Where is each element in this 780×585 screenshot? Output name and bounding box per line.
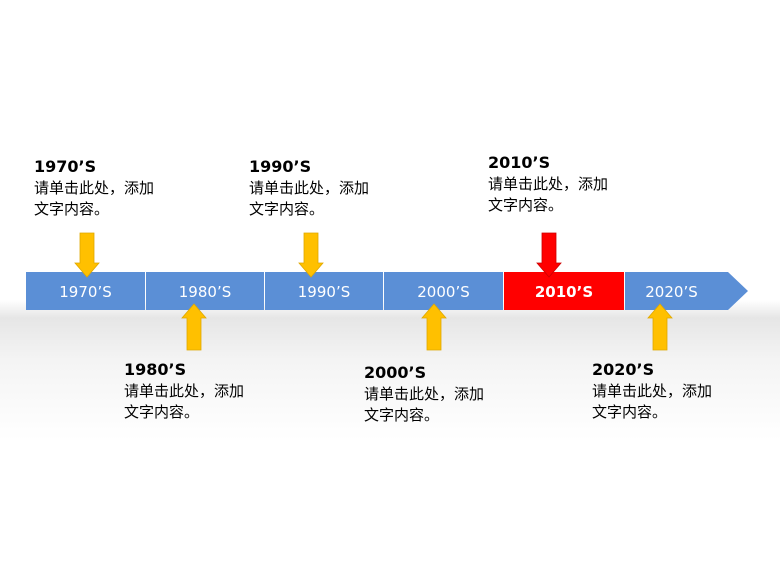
timeline-segment xyxy=(384,272,503,310)
note-text-line: 请单击此处，添加 xyxy=(124,382,245,400)
note-text-line: 文字内容。 xyxy=(249,200,325,218)
note-text-line: 文字内容。 xyxy=(364,406,440,424)
note-text-line: 请单击此处，添加 xyxy=(488,175,609,193)
note-1990s[interactable]: 1990’S 请单击此处，添加 文字内容。 xyxy=(249,156,369,220)
segment-label-1970s: 1970’S xyxy=(59,283,112,301)
note-text-line: 文字内容。 xyxy=(124,403,200,421)
note-year: 2020’S xyxy=(592,360,655,379)
note-text-line: 文字内容。 xyxy=(34,200,110,218)
timeline-segment xyxy=(26,272,145,310)
note-year: 1990’S xyxy=(249,157,312,176)
arrow-up-icon xyxy=(181,303,207,351)
arrow-up-icon xyxy=(647,303,673,351)
arrow-down-icon xyxy=(536,232,562,278)
timeline-segment xyxy=(504,272,624,310)
note-text-line: 文字内容。 xyxy=(488,196,564,214)
segment-label-1990s: 1990’S xyxy=(297,283,351,301)
note-text-line: 请单击此处，添加 xyxy=(364,385,485,403)
timeline-segment xyxy=(625,272,748,310)
note-year: 1980’S xyxy=(124,360,187,379)
timeline-segment xyxy=(265,272,383,310)
note-text-line: 请单击此处，添加 xyxy=(34,179,155,197)
segment-label-2000s: 2000’S xyxy=(417,283,470,301)
note-text-line: 文字内容。 xyxy=(592,403,668,421)
note-2000s[interactable]: 2000’S 请单击此处，添加 文字内容。 xyxy=(364,362,484,426)
segment-label-2020s: 2020’S xyxy=(645,283,698,301)
segment-label-1980s: 1980’S xyxy=(178,283,232,301)
note-1980s[interactable]: 1980’S 请单击此处，添加 文字内容。 xyxy=(124,359,244,423)
note-1970s[interactable]: 1970’S 请单击此处，添加 文字内容。 xyxy=(34,156,154,220)
note-2020s[interactable]: 2020’S 请单击此处，添加 文字内容。 xyxy=(592,359,712,423)
arrow-down-icon xyxy=(74,232,100,278)
segment-label-2010s: 2010’S xyxy=(534,283,594,301)
arrow-down-icon xyxy=(298,232,324,278)
note-year: 1970’S xyxy=(34,157,97,176)
note-2010s[interactable]: 2010’S 请单击此处，添加 文字内容。 xyxy=(488,152,608,216)
note-text-line: 请单击此处，添加 xyxy=(249,179,370,197)
note-year: 2000’S xyxy=(364,363,427,382)
arrow-up-icon xyxy=(421,303,447,351)
note-year: 2010’S xyxy=(488,153,551,172)
timeline-segment xyxy=(146,272,264,310)
note-text-line: 请单击此处，添加 xyxy=(592,382,713,400)
